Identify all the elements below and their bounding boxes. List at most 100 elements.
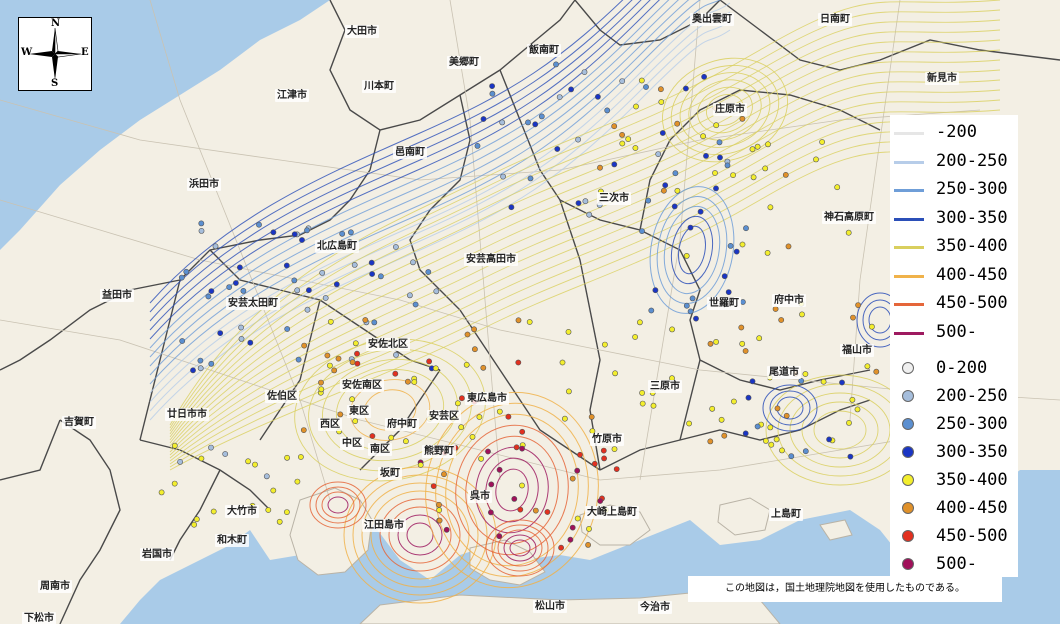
legend-line-item: 400-450	[890, 262, 1018, 290]
station-dot	[532, 121, 539, 128]
station-dot	[412, 301, 419, 308]
station-dot	[773, 436, 780, 443]
station-dot	[674, 120, 681, 127]
contour-line	[149, 20, 731, 412]
station-dot	[611, 161, 618, 168]
station-dot	[252, 461, 258, 468]
contour-line	[169, 0, 1001, 426]
contour-line	[379, 498, 461, 572]
place-label: 府中市	[772, 294, 806, 307]
contour-line	[445, 413, 579, 567]
place-label: 益田市	[100, 289, 134, 302]
station-dot	[713, 185, 719, 192]
legend-point-dot	[902, 474, 914, 486]
station-dot	[496, 533, 503, 540]
contour-line	[670, 215, 714, 285]
rain-stations	[158, 61, 880, 551]
contour-line	[149, 0, 701, 376]
station-dot	[226, 284, 233, 290]
station-dot	[318, 379, 324, 386]
station-dot	[276, 518, 283, 525]
contour-line	[397, 514, 443, 556]
station-dot	[662, 182, 669, 189]
station-dot	[511, 495, 518, 502]
station-dot	[869, 323, 875, 330]
station-dot	[417, 462, 424, 468]
station-dot	[826, 436, 832, 443]
station-dot	[738, 324, 745, 331]
contour-line	[149, 0, 651, 331]
legend-point-item: 200-250	[890, 383, 1018, 411]
compass-n: N	[51, 18, 61, 29]
station-dot	[619, 131, 625, 138]
station-dot	[349, 359, 356, 366]
contour-line	[406, 522, 434, 548]
station-dot	[683, 85, 689, 92]
station-dot	[265, 507, 272, 513]
station-dot	[304, 306, 311, 313]
station-dot	[294, 287, 301, 294]
station-dot	[585, 542, 591, 548]
station-dot	[297, 454, 304, 460]
place-label: 福山市	[840, 344, 874, 357]
station-dot	[768, 441, 775, 448]
station-dot	[197, 365, 204, 372]
station-dot	[291, 231, 298, 238]
legend-point-item: 0-200	[890, 355, 1018, 383]
place-label: 熊野町	[422, 445, 456, 458]
legend-line-label: 500-	[936, 321, 977, 342]
station-dot	[569, 524, 576, 531]
station-dot	[171, 442, 178, 449]
station-dot	[566, 388, 572, 395]
station-dot	[718, 416, 725, 423]
station-dot	[633, 103, 639, 110]
station-dot	[643, 84, 649, 90]
station-dot	[327, 318, 334, 325]
legend-point-dot	[902, 390, 914, 402]
station-dot	[730, 172, 736, 178]
station-dot	[454, 400, 461, 407]
legend-line-label: -200	[936, 122, 977, 142]
contour-line	[762, 384, 818, 432]
station-dot	[324, 352, 331, 359]
place-label: 坂町	[378, 467, 402, 480]
station-dot	[581, 69, 588, 75]
station-dot	[283, 509, 290, 515]
station-dot	[179, 338, 186, 344]
station-dot	[739, 340, 746, 347]
station-dot	[500, 173, 506, 180]
place-label: 安芸太田町	[226, 297, 280, 310]
station-dot	[392, 370, 399, 377]
station-dot	[433, 288, 440, 295]
place-label: 松山市	[533, 600, 567, 613]
station-dot	[404, 378, 411, 385]
contour-line	[327, 496, 349, 514]
contour-line	[149, 0, 642, 322]
station-dot	[430, 483, 437, 489]
station-dot	[762, 165, 769, 172]
station-dot	[717, 154, 723, 161]
station-dot	[469, 433, 476, 440]
station-dot	[352, 340, 359, 347]
legend-point-item: 350-400	[890, 467, 1018, 495]
station-dot	[639, 228, 645, 234]
station-dot	[674, 187, 681, 194]
station-dot	[779, 447, 785, 454]
place-label: 三原市	[648, 380, 682, 393]
station-dot	[756, 335, 763, 342]
station-dot	[458, 395, 465, 402]
contour-line	[435, 402, 589, 578]
station-dot	[191, 521, 197, 528]
station-dot	[721, 273, 728, 280]
contour-line	[649, 186, 735, 314]
legend-point-dot	[902, 446, 914, 458]
station-dot	[284, 454, 290, 461]
station-dot	[637, 319, 643, 326]
station-dot	[834, 184, 841, 191]
station-dot	[783, 412, 790, 419]
place-label: 神石高原町	[822, 211, 876, 224]
station-dot	[788, 453, 795, 460]
place-label: 竹原市	[590, 433, 624, 446]
legend-point-label: 400-450	[936, 498, 1008, 518]
